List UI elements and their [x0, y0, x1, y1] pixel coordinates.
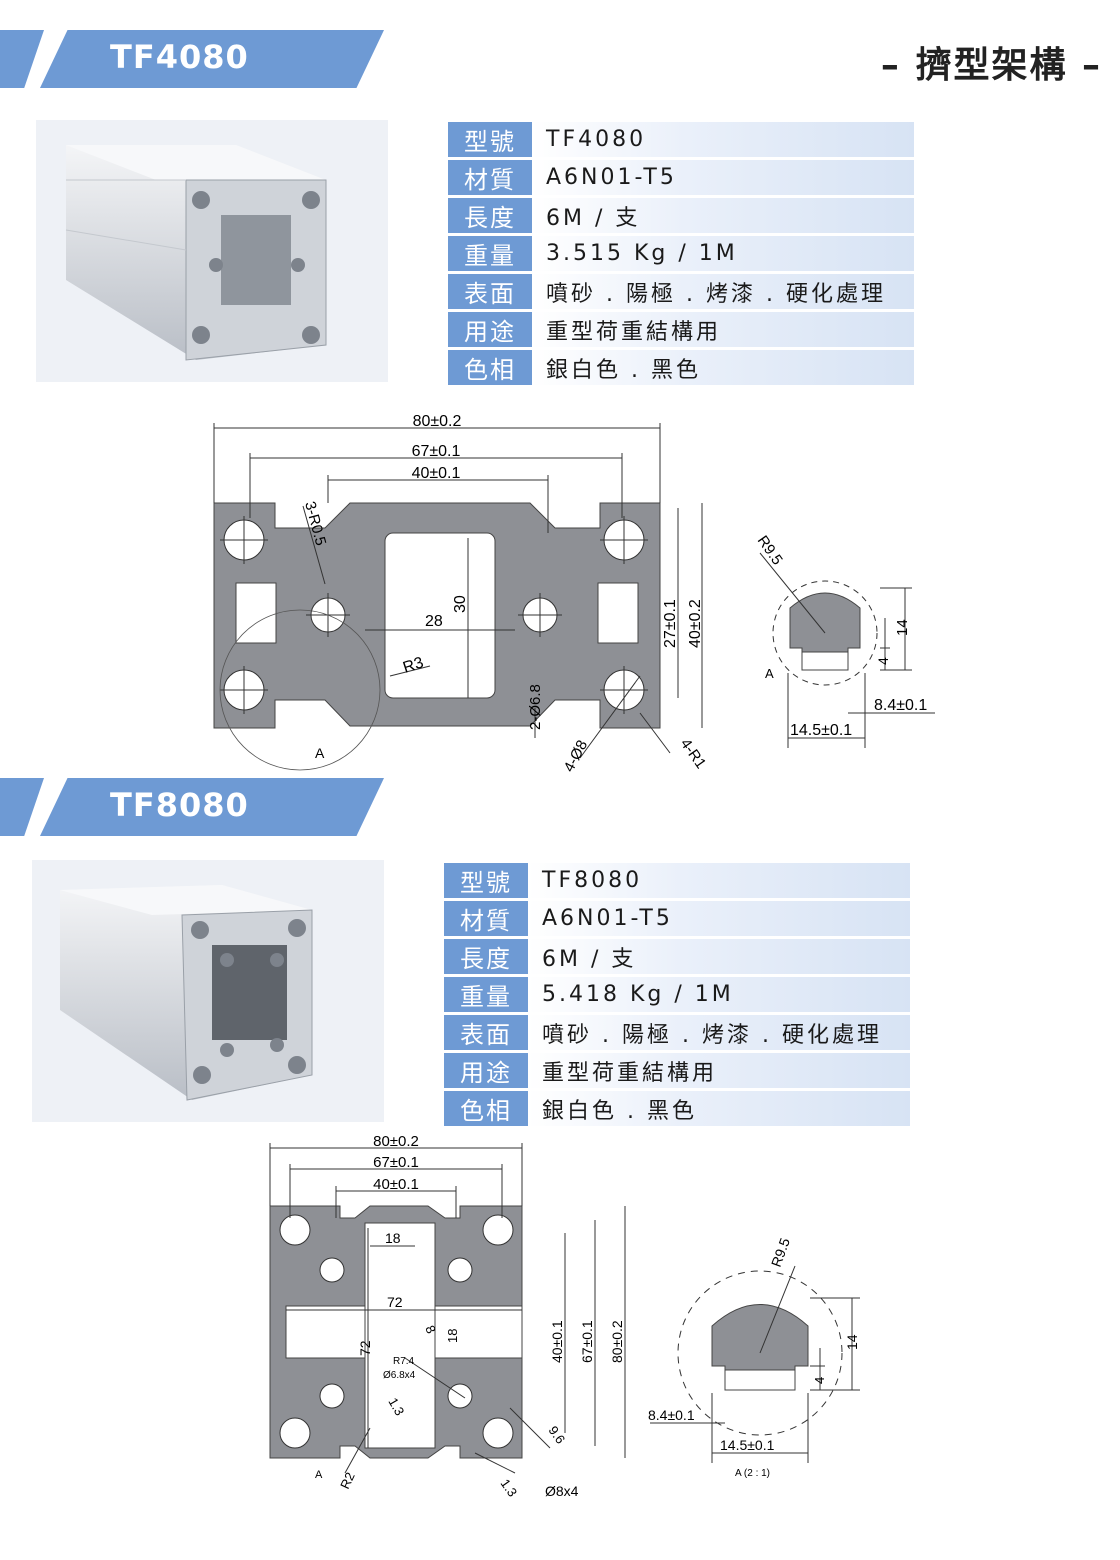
dim-145: 14.5±0.1 [720, 1437, 775, 1453]
dim-r3: R3 [401, 654, 426, 677]
dim-4: 4 [875, 657, 891, 665]
spec-row: 表面噴砂 . 陽極 . 烤漆 . 硬化處理 [444, 1015, 910, 1050]
section-a-label: A [315, 1469, 323, 1481]
dim-r95: R9.5 [754, 533, 786, 569]
dim-18-small: 18 [445, 1329, 460, 1343]
dim-80: 80±0.2 [373, 1133, 419, 1150]
product-photo-tf4080 [36, 120, 388, 382]
dim-30: 30 [452, 595, 469, 613]
spec-row: 色相銀白色 . 黑色 [444, 1091, 910, 1126]
dim-d8x4: Ø8x4 [545, 1483, 579, 1499]
dim-d68x4: Ø6.8x4 [383, 1370, 416, 1381]
spec-row: 用途重型荷重結構用 [444, 1053, 910, 1088]
dim-145: 14.5±0.1 [790, 722, 852, 739]
dim-67: 67±0.1 [412, 443, 461, 460]
dim-67: 67±0.1 [373, 1154, 419, 1171]
detail-a-scale-label: A (2 : 1) [735, 1468, 770, 1479]
detail-a-label: A [765, 666, 774, 681]
dim-18: 18 [385, 1230, 401, 1246]
product-banner-tf8080: TF8080 [0, 778, 400, 836]
dim-4: 4 [812, 1377, 827, 1384]
page-title: – 擠型架構 – [880, 45, 1102, 86]
dim-r2: R2 [337, 1470, 358, 1491]
product-banner-tf4080: TF4080 [0, 30, 400, 88]
dim-r95: R9.5 [768, 1236, 793, 1269]
dim-80: 80±0.2 [413, 413, 462, 430]
dim-14: 14 [894, 619, 911, 636]
dim-40-height: 40±0.2 [687, 599, 704, 648]
dim-84: 8.4±0.1 [648, 1407, 695, 1423]
technical-drawing-tf8080: 80±0.2 67±0.1 40±0.1 18 72 72 8 18 R7.4 … [250, 1128, 970, 1512]
dim-27: 27±0.1 [662, 599, 679, 648]
dim-d8: 4-Ø8 [561, 737, 592, 774]
product-name: TF8080 [110, 786, 249, 824]
dim-40-height: 40±0.1 [549, 1320, 565, 1363]
section-a-label: A [315, 745, 325, 761]
dim-72-vertical: 72 [357, 1340, 373, 1356]
dim-d68: 2-Ø6.8 [527, 684, 544, 730]
spec-row: 色相銀白色 . 黑色 [448, 350, 914, 385]
dim-67-height: 67±0.1 [579, 1320, 595, 1363]
dim-r1: 4-R1 [677, 736, 710, 772]
dim-28: 28 [425, 613, 443, 630]
spec-row: 表面噴砂 . 陽極 . 烤漆 . 硬化處理 [448, 274, 914, 309]
product-photo-tf8080 [32, 860, 384, 1122]
dim-14: 14 [844, 1334, 860, 1350]
dim-13-b: 1.3 [498, 1476, 521, 1499]
dim-72-horizontal: 72 [387, 1294, 403, 1310]
product-name: TF4080 [110, 38, 249, 76]
spec-row: 用途重型荷重結構用 [448, 312, 914, 347]
dim-80-height: 80±0.2 [609, 1320, 625, 1363]
dim-84: 8.4±0.1 [874, 697, 927, 714]
dim-r74: R7.4 [393, 1356, 415, 1367]
dim-40: 40±0.1 [373, 1176, 419, 1193]
technical-drawing-tf4080: 80±0.2 67±0.1 40±0.1 3-R0.5 28 30 R3 27±… [200, 408, 960, 782]
dim-40: 40±0.1 [412, 465, 461, 482]
